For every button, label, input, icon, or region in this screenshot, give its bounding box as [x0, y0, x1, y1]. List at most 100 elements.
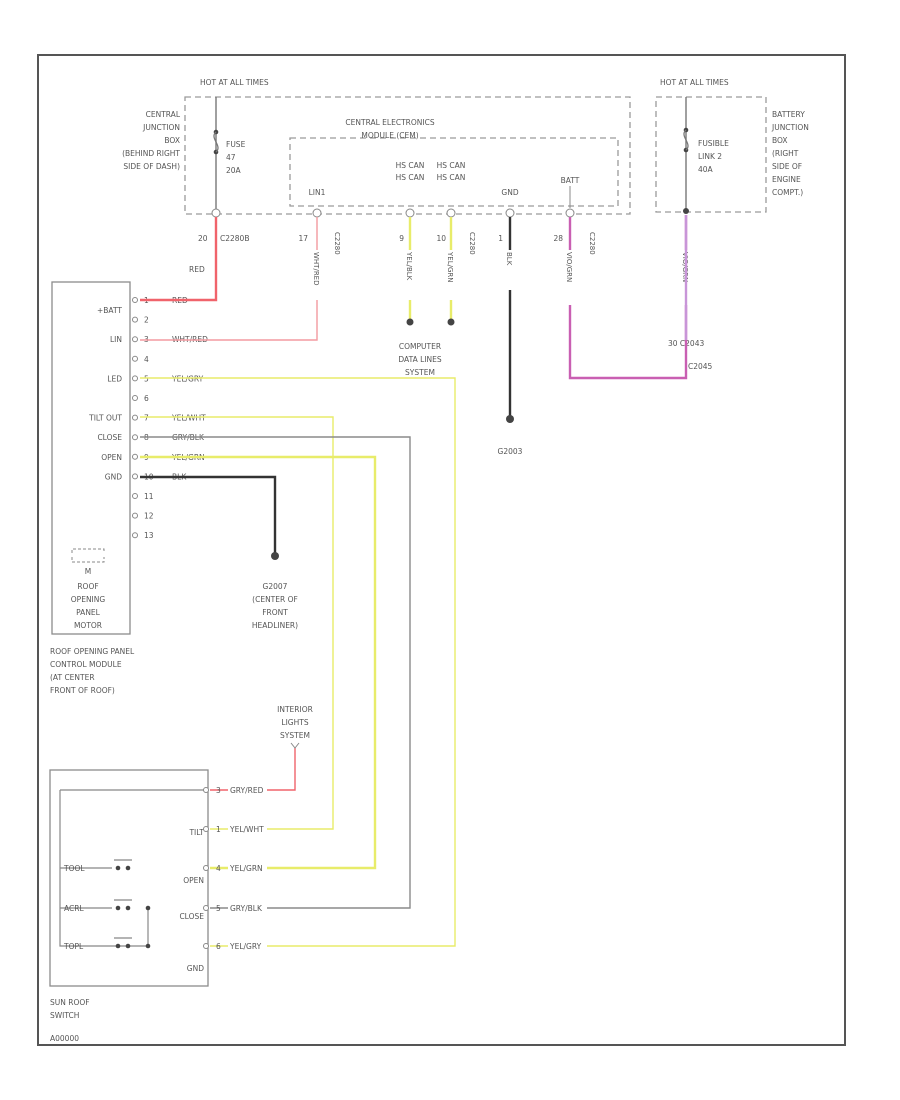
module-pin-number: 7 — [144, 414, 149, 423]
cjb-pin-20 — [211, 208, 221, 218]
module-pin-terminal — [132, 316, 138, 323]
interior-lights-line-2: LIGHTS — [281, 718, 308, 727]
switch-contact-tilt: TILT — [188, 828, 204, 837]
module-pin-label: CLOSE — [97, 433, 122, 442]
module-pin-number: 13 — [144, 531, 154, 540]
central-junction-box: HOT AT ALL TIMES CENTRAL JUNCTION BOX (B… — [122, 78, 631, 243]
switch-pin-terminal — [203, 943, 209, 949]
bjb-fuse-line-2: LINK 2 — [698, 152, 722, 161]
ground-g2003-icon — [506, 415, 514, 423]
ground-g2003: G2003 — [498, 447, 523, 456]
motor-line-3: PANEL — [76, 608, 101, 617]
switch-contact-icon — [114, 859, 132, 939]
wires: RED WHT/RED YEL/BLK YEL/GRN BLK G2003 VI… — [140, 215, 691, 947]
bjb-name-line-3: BOX — [772, 136, 788, 145]
switch-name-line-2: SWITCH — [50, 1011, 79, 1020]
svg-text:HS CAN: HS CAN — [437, 173, 466, 182]
module-name-line-4: FRONT OF ROOF) — [50, 686, 115, 695]
wire-label-can-2: YEL/GRN — [446, 251, 454, 282]
motor-icon: M — [85, 567, 91, 576]
motor-line-4: MOTOR — [74, 621, 102, 630]
bjb-name-line-7: COMPT.) — [772, 188, 803, 197]
module-pin-label: LED — [107, 374, 122, 383]
interior-lights-line-1: INTERIOR — [277, 705, 313, 714]
svg-text:10: 10 — [436, 234, 446, 243]
svg-text:BATT: BATT — [561, 176, 580, 185]
switch-internal-1: TOOL — [63, 864, 85, 873]
cem-name-line-2: MODULE (CEM) — [361, 131, 418, 140]
cjb-name-line-1: CENTRAL — [146, 110, 181, 119]
module-name-line-1: ROOF OPENING PANEL — [50, 647, 135, 656]
cjb-name-line-3: BOX — [164, 136, 180, 145]
module-pin-terminal — [132, 355, 138, 362]
bjb-connector-2: C2045 — [688, 362, 713, 371]
can-junction-2 — [447, 318, 455, 326]
svg-text:17: 17 — [298, 234, 308, 243]
switch-contact-close: CLOSE — [179, 912, 204, 921]
switch-pin-terminal — [203, 905, 209, 911]
cjb-name-line-4: (BEHIND RIGHT — [122, 149, 180, 158]
switch-wire-label: YEL/WHT — [229, 825, 264, 834]
svg-text:9: 9 — [399, 234, 404, 243]
switch-pin-1: 1 YEL/WHT — [203, 823, 267, 834]
module-pin-number: 5 — [144, 374, 149, 383]
switch-pin-6: 6 YEL/GRY — [203, 940, 267, 951]
switch-name-line-1: SUN ROOF — [50, 998, 90, 1007]
module-wire-label: YEL/GRY — [171, 374, 204, 383]
cjb-name-line-5: SIDE OF DASH) — [123, 162, 180, 171]
wire-tilt — [140, 416, 334, 830]
switch-contact-open: OPEN — [183, 876, 204, 885]
bjb-name-line-5: SIDE OF — [772, 162, 802, 171]
module-pin-label: GND — [105, 472, 122, 481]
cjb-pin-num: 20 — [198, 234, 208, 243]
module-pin-terminal — [132, 493, 138, 499]
wire-close — [140, 436, 411, 909]
module-name-line-3: (AT CENTER — [50, 673, 95, 682]
interior-lights-line-3: SYSTEM — [280, 731, 310, 740]
switch-pin-number: 5 — [216, 904, 221, 913]
switch-pin-3: 3 GRY/RED — [203, 784, 267, 795]
bjb-hot-label: HOT AT ALL TIMES — [660, 78, 729, 87]
wire-interior-lights — [210, 748, 296, 791]
cjb-hot-label: HOT AT ALL TIMES — [200, 78, 269, 87]
module-pin-label: LIN — [110, 335, 122, 344]
ground-g2007-line-4: HEADLINER) — [252, 621, 298, 630]
switch-pin-number: 3 — [216, 786, 221, 795]
module-pin-label: TILT OUT — [88, 414, 122, 423]
switch-pin-number: 1 — [216, 825, 221, 834]
module-pin-label: OPEN — [101, 453, 122, 462]
module-pin-terminal — [132, 453, 138, 460]
switch-pin-terminal — [203, 865, 209, 871]
switch-pin-terminal — [203, 787, 209, 793]
motor-line-1: ROOF — [77, 582, 98, 591]
fuse-icon — [213, 131, 219, 153]
switch-pin-number: 6 — [216, 942, 221, 951]
module-pin-terminal — [132, 297, 138, 303]
ground-g2007-icon — [271, 552, 279, 560]
wire-module-ground — [140, 475, 277, 556]
switch-internal-2: ACRL — [64, 904, 84, 913]
can-junction-1 — [406, 318, 414, 326]
figure-id: A00000 — [50, 1034, 79, 1043]
wire-open — [140, 455, 377, 870]
module-pin-12: 12 — [132, 512, 154, 521]
switch-wire-label: GRY/BLK — [230, 904, 263, 913]
cem-pin-hs-can-9: HS CAN HS CAN 9 — [396, 161, 425, 243]
bjb-fuse-line-3: 40A — [698, 165, 714, 174]
svg-text:HS CAN: HS CAN — [396, 173, 425, 182]
fusible-link-icon — [683, 129, 689, 151]
module-pin-number: 6 — [144, 394, 149, 403]
computer-data-line-3: SYSTEM — [405, 368, 435, 377]
module-pin-terminal — [132, 434, 138, 441]
switch-wire-label: GRY/RED — [230, 786, 264, 795]
cjb-name-line-2: JUNCTION — [142, 123, 180, 132]
switch-wire-label: YEL/GRY — [229, 942, 262, 951]
arrow-icon — [290, 742, 300, 749]
svg-text:C2280: C2280 — [468, 232, 476, 255]
module-pin-number: 4 — [144, 355, 149, 364]
bjb-name-line-4: (RIGHT — [772, 149, 799, 158]
